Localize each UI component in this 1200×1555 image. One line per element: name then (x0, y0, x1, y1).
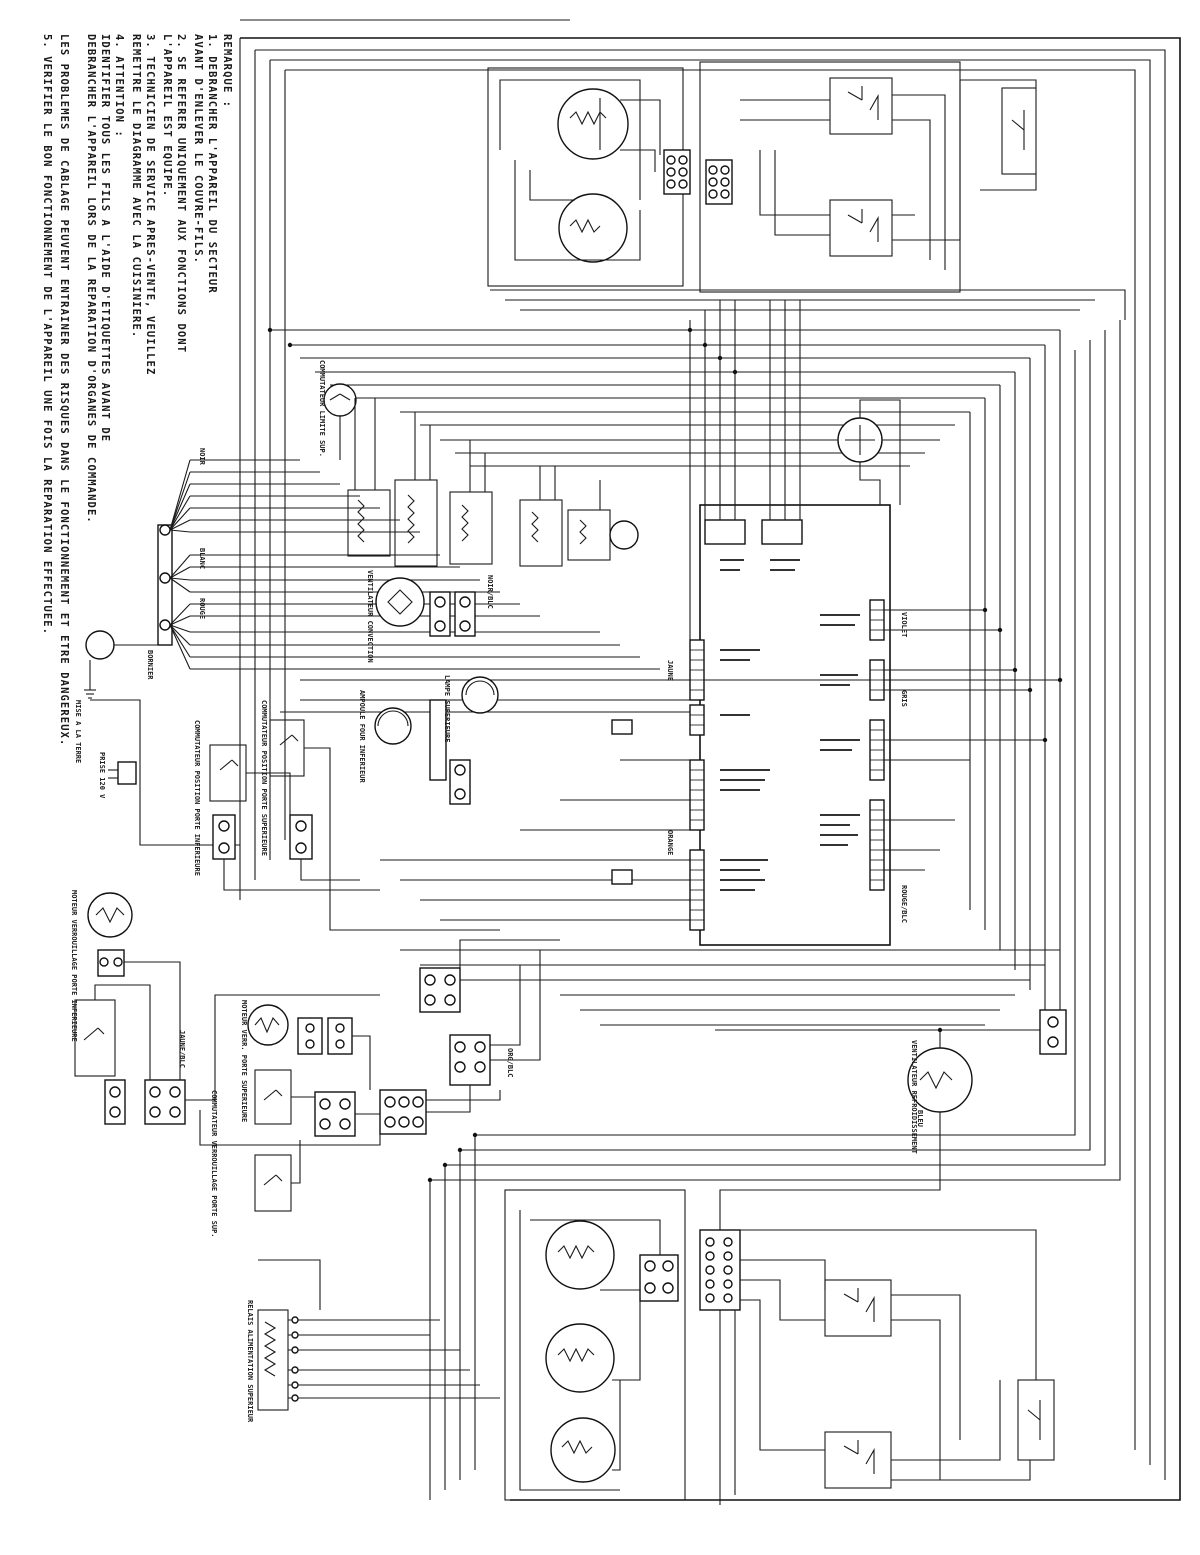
terminal-block (84, 459, 240, 846)
label-lamp-upper: LAMPE SUPERIEURE (443, 675, 451, 742)
label-door-switch: COMMUTATEUR POSITION PORTE INFERIEURE (193, 720, 201, 876)
wire-label: GRIS (900, 690, 908, 707)
wire-label: ROUGE (198, 598, 206, 619)
label-power-outlet: PRISE 120 V (98, 752, 106, 799)
wire-label: VIOLET (900, 612, 908, 637)
wire-label: ORG/BLC (506, 1048, 514, 1078)
power-relay (257, 1259, 500, 1411)
wire-label: ROUGE/BLC (900, 885, 908, 923)
wire-label: ORANGE (666, 830, 674, 855)
label-cooling-fan: VENTILATEUR REFROIDISSEMENT (910, 1040, 918, 1154)
lamps-switches (209, 676, 500, 931)
label-lock-motor: MOTEUR VERROUILLAGE PORTE INFERIEURE (70, 890, 78, 1042)
label-door-lock-switch: COMMUTATEUR VERROUILLAGE PORTE SUP. (210, 1090, 218, 1238)
label-door-switch-upper: COMMUTATEUR POSITION PORTE SUPERIEURE (260, 700, 268, 856)
wire-label: NOIR (198, 448, 206, 466)
wire-label: JAUNE/BLC (178, 1030, 186, 1068)
label-power-relay: RELAIS ALIMENTATION SUPERIEUR (246, 1300, 254, 1423)
label-lamp-lower: AMPOULE FOUR INFERIEUR (358, 690, 366, 784)
wire-label: BLEU (916, 1110, 924, 1127)
lower-elements-block (504, 1130, 1055, 1505)
lower-left-cluster (74, 892, 560, 1212)
wire-label: JAUNE (666, 660, 674, 681)
control-board (611, 504, 1045, 946)
right-motor (907, 1009, 1067, 1130)
label-convection-fan: VENTILATEUR CONVECTION (366, 570, 374, 663)
wire-label: BLANC (198, 548, 206, 569)
upper-mid-components (323, 289, 1126, 640)
wire-labels: NOIR BLANC ROUGE BLEU JAUNE ORANGE VIOLE… (178, 448, 924, 1127)
label-ground: MISE A LA TERRE (74, 700, 82, 763)
frame-wires (239, 19, 1181, 1501)
label-thermal-limiter: COMMUTATEUR LIMITE SUP. (318, 360, 326, 457)
junction-dots (267, 327, 1063, 1183)
label-terminal-block: BORNIER (146, 650, 154, 680)
upper-elements-block (487, 61, 1037, 293)
wire-label: NOIR/BLC (486, 575, 494, 609)
label-lock-motor-upper: MOTEUR VERR. PORTE SUPERIEURE (240, 1000, 248, 1122)
component-labels: RELAIS ALIMENTATION SUPERIEUR COMMUTATEU… (70, 360, 918, 1423)
